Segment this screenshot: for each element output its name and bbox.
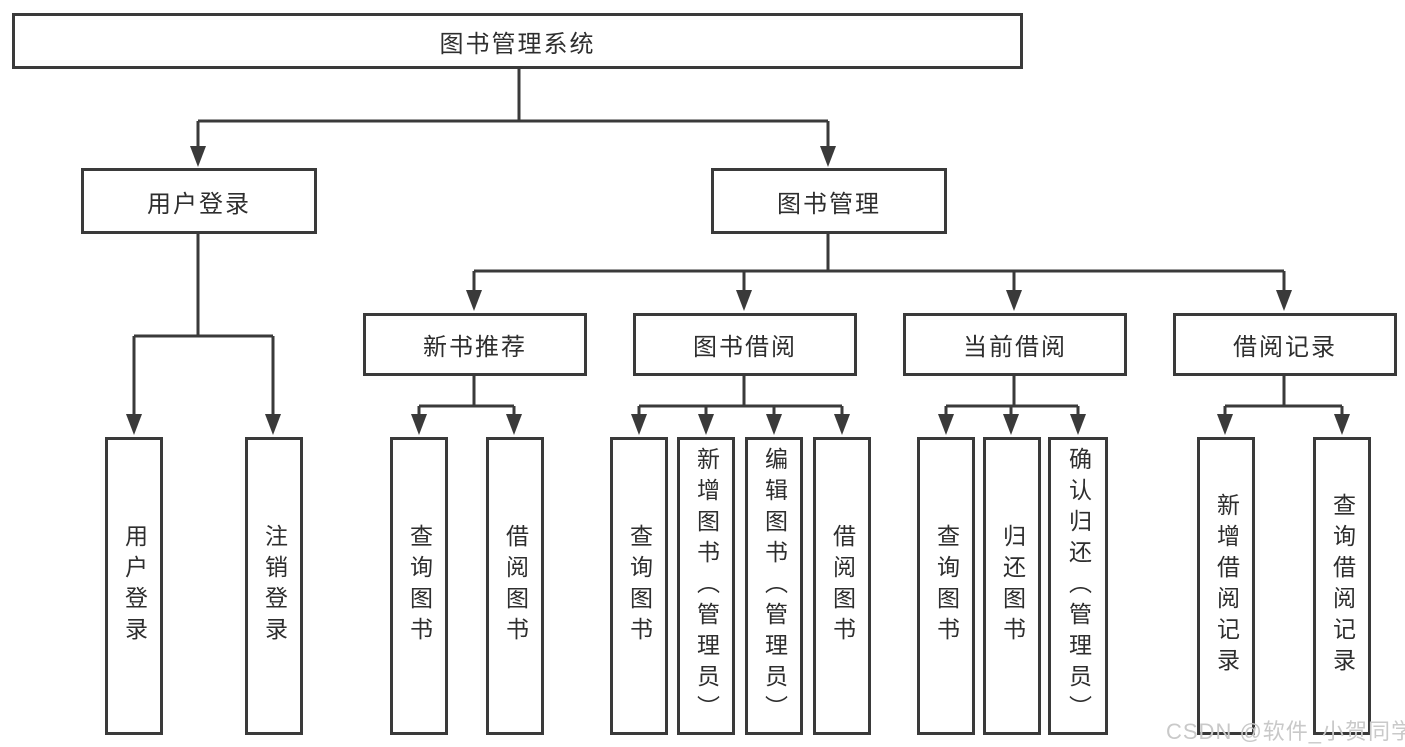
arrow-down-icon <box>466 290 482 311</box>
node-label: 借阅记录 <box>1233 334 1337 361</box>
node-label: 当前借阅 <box>963 334 1067 361</box>
arrow-down-icon <box>506 414 522 435</box>
arrow-down-icon <box>834 414 850 435</box>
node-label: 查询借阅记录 <box>1329 493 1356 679</box>
leaf-query-books: 查询图书 <box>610 437 668 735</box>
leaf-query-books: 查询图书 <box>390 437 448 735</box>
node-label: 查询图书 <box>406 524 433 648</box>
leaf-borrow-books: 借阅图书 <box>813 437 871 735</box>
leaf-query-borrow-record: 查询借阅记录 <box>1313 437 1371 735</box>
node-book-borrowing: 图书借阅 <box>633 313 857 376</box>
arrow-down-icon <box>698 414 714 435</box>
leaf-return-books: 归还图书 <box>983 437 1041 735</box>
node-label: 借阅图书 <box>829 524 856 648</box>
arrow-down-icon <box>1070 414 1086 435</box>
leaf-edit-books-admin: 编辑图书（管理员） <box>745 437 803 735</box>
arrow-down-icon <box>190 146 206 167</box>
node-book-management: 图书管理 <box>711 168 947 234</box>
arrow-down-icon <box>411 414 427 435</box>
arrow-down-icon <box>1006 290 1022 311</box>
node-label: 图书管理 <box>777 190 881 218</box>
leaf-query-books: 查询图书 <box>917 437 975 735</box>
node-root-system: 图书管理系统 <box>12 13 1023 69</box>
arrow-down-icon <box>766 414 782 435</box>
node-label: 查询图书 <box>626 524 653 648</box>
node-label: 归还图书 <box>999 524 1026 648</box>
arrow-down-icon <box>938 414 954 435</box>
arrow-down-icon <box>1217 414 1233 435</box>
arrow-down-icon <box>265 414 281 435</box>
connector-path <box>132 69 1344 416</box>
arrow-down-icon <box>1334 414 1350 435</box>
node-label: 用户登录 <box>121 524 148 648</box>
node-label: 新书推荐 <box>423 334 527 361</box>
node-label: 新增借阅记录 <box>1213 493 1240 679</box>
leaf-logout: 注销登录 <box>245 437 303 735</box>
arrow-down-icon <box>126 414 142 435</box>
arrow-down-icon <box>736 290 752 311</box>
leaf-user-login: 用户登录 <box>105 437 163 735</box>
node-label: 编辑图书（管理员） <box>761 446 788 726</box>
node-new-book-recommend: 新书推荐 <box>363 313 587 376</box>
arrow-down-icon <box>631 414 647 435</box>
node-label: 用户登录 <box>147 190 251 218</box>
node-label: 查询图书 <box>933 524 960 648</box>
node-label: 确认归还（管理员） <box>1065 446 1092 726</box>
arrow-down-icon <box>1003 414 1019 435</box>
leaf-add-books-admin: 新增图书（管理员） <box>677 437 735 735</box>
csdn-watermark: CSDN @软件_小贺同学 <box>1166 719 1405 744</box>
node-label: 注销登录 <box>261 524 288 648</box>
node-label: 借阅图书 <box>502 524 529 648</box>
node-current-borrowing: 当前借阅 <box>903 313 1127 376</box>
arrow-down-icon <box>1276 290 1292 311</box>
node-label: 新增图书（管理员） <box>693 446 720 726</box>
leaf-borrow-books: 借阅图书 <box>486 437 544 735</box>
leaf-confirm-return-admin: 确认归还（管理员） <box>1048 437 1108 735</box>
node-label: 图书管理系统 <box>439 30 596 58</box>
node-label: 图书借阅 <box>693 334 797 361</box>
node-user-login: 用户登录 <box>81 168 317 234</box>
arrow-down-icon <box>820 146 836 167</box>
leaf-add-borrow-record: 新增借阅记录 <box>1197 437 1255 735</box>
node-borrowing-records: 借阅记录 <box>1173 313 1397 376</box>
